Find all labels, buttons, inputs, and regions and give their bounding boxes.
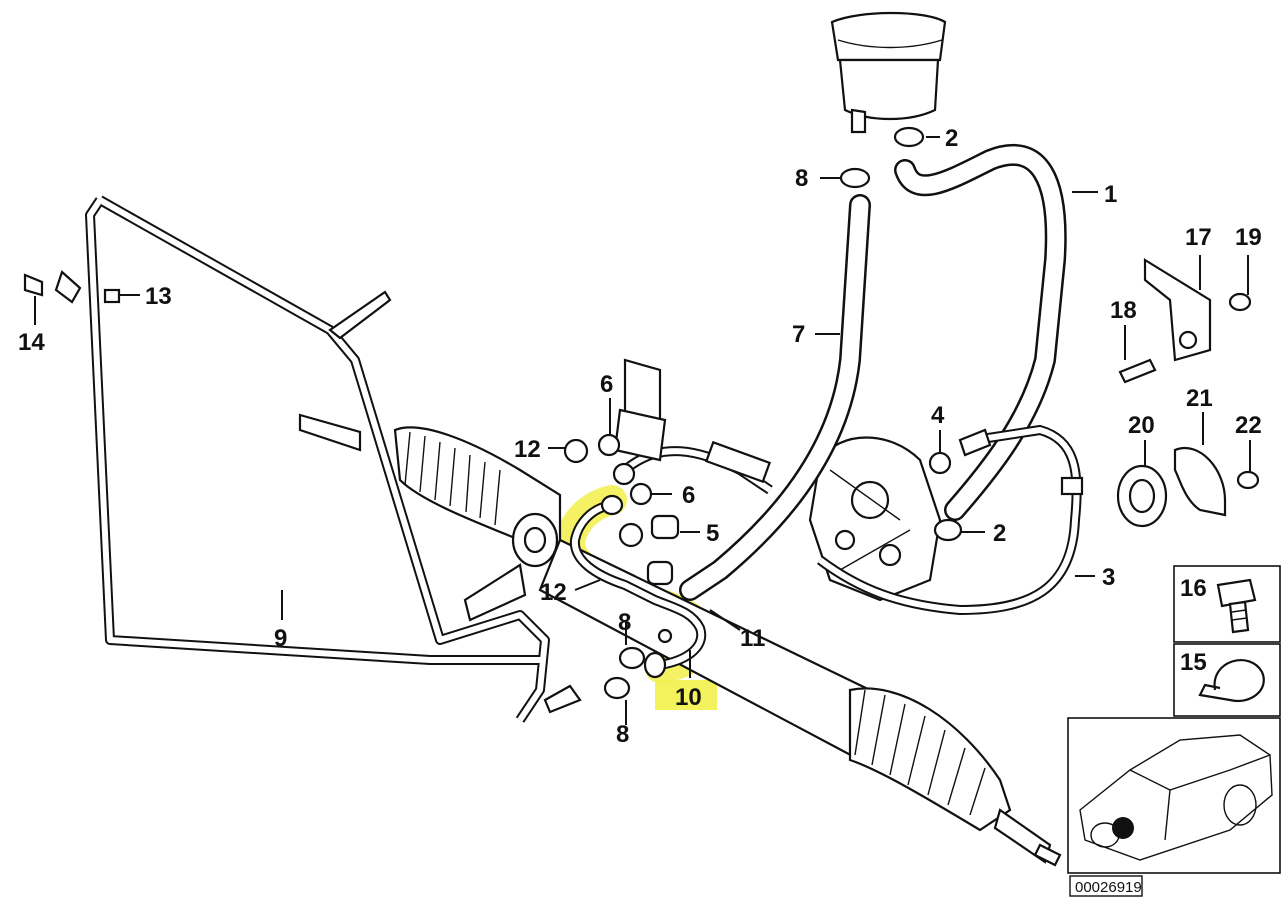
callout-1: 1 <box>1104 181 1117 208</box>
bolt-icon <box>1216 578 1257 634</box>
callout-12: 12 <box>540 579 567 606</box>
inset-clamp-15: 15 <box>1173 643 1281 717</box>
cooling-coil-frame <box>85 195 582 723</box>
callout-7: 7 <box>792 321 805 348</box>
location-marker <box>1112 817 1134 839</box>
callout-13: 13 <box>145 283 172 310</box>
diagram-id: 00026919 <box>1075 879 1142 896</box>
callout-8: 8 <box>795 165 808 192</box>
callout-4: 4 <box>931 402 945 429</box>
callout-10: 10 <box>675 684 702 711</box>
callout-5: 5 <box>706 520 719 547</box>
inset-bolt-16: 16 <box>1173 565 1281 643</box>
callout-15: 15 <box>1180 649 1207 676</box>
callout-22: 22 <box>1235 412 1262 439</box>
steering-rack-icon <box>298 413 1062 867</box>
power-steering-reservoir-icon <box>830 11 947 134</box>
callout-2: 2 <box>945 125 958 152</box>
line-3 <box>817 425 1084 615</box>
callouts: 2 1 8 7 17 19 18 4 6 12 6 5 2 3 12 8 11 … <box>18 125 1262 748</box>
hose-1 <box>894 144 1067 521</box>
steering-pump-icon <box>808 436 942 602</box>
callout-19: 19 <box>1235 224 1262 251</box>
callout-8: 8 <box>618 609 631 636</box>
hardware <box>23 126 1260 700</box>
callout-6: 6 <box>682 482 695 509</box>
line-11 <box>621 440 773 495</box>
callout-21: 21 <box>1186 385 1213 412</box>
callout-18: 18 <box>1110 297 1137 324</box>
callout-12: 12 <box>514 436 541 463</box>
diagram-id-box: 00026919 <box>1069 875 1143 897</box>
callout-14: 14 <box>18 329 45 356</box>
callout-8: 8 <box>616 721 629 748</box>
hose-10 <box>569 494 707 679</box>
car-location-icon <box>1079 734 1273 861</box>
callout-17: 17 <box>1185 224 1212 251</box>
callout-11: 11 <box>740 625 765 652</box>
leader-lines <box>34 136 1251 725</box>
valve-body-icon <box>613 358 667 462</box>
callout-9: 9 <box>274 625 287 652</box>
callout-2: 2 <box>993 520 1006 547</box>
inset-car-location <box>1067 717 1281 874</box>
callout-16: 16 <box>1180 575 1207 602</box>
callout-20: 20 <box>1128 412 1155 439</box>
callout-6: 6 <box>600 371 613 398</box>
hose-clamp-icon <box>1198 659 1265 703</box>
callout-3: 3 <box>1102 564 1115 591</box>
hose-7 <box>679 194 871 601</box>
